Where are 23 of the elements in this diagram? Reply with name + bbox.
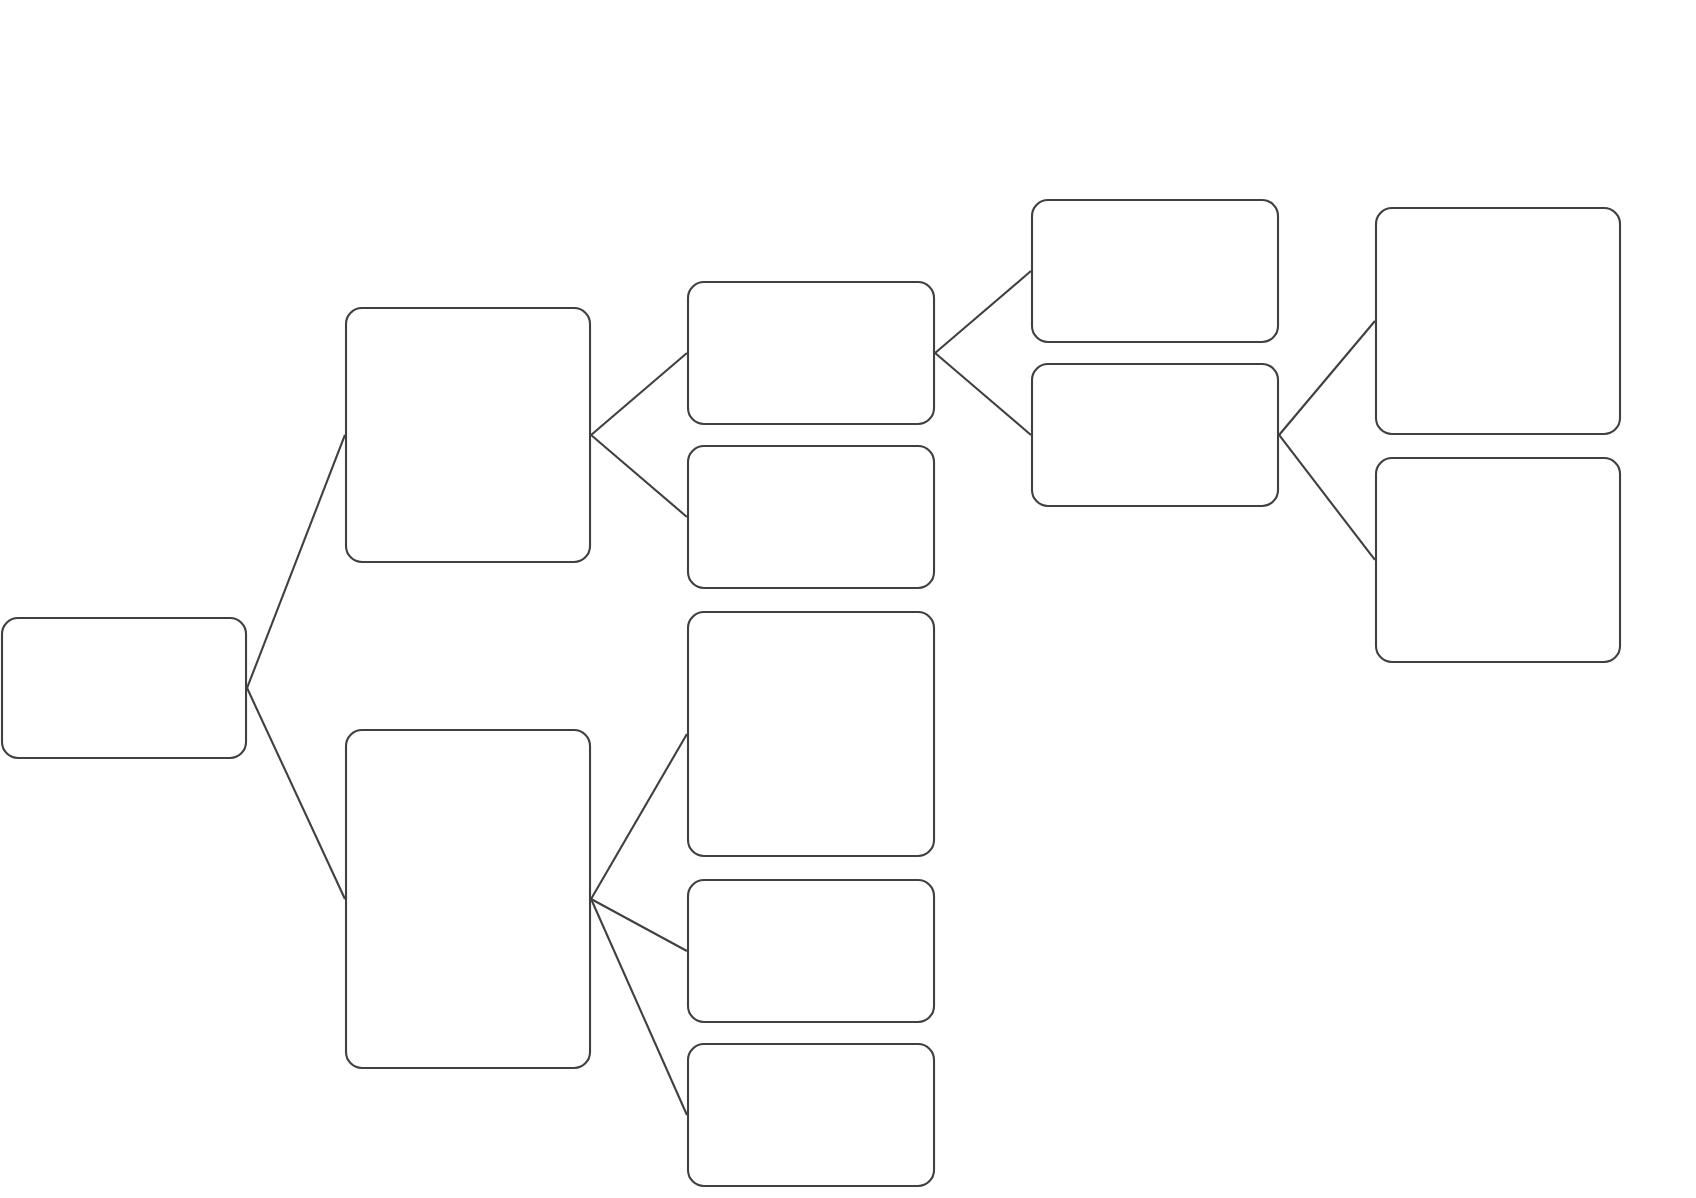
rounded-box [1374, 456, 1622, 664]
connector-line [1278, 320, 1376, 436]
connector-line [590, 898, 688, 952]
connector-line [590, 898, 688, 1116]
rounded-box [344, 728, 592, 1070]
connector-line [934, 270, 1032, 354]
rounded-box [1374, 206, 1622, 436]
connector-line [1278, 434, 1376, 561]
connector-line [590, 434, 688, 518]
connector-line [934, 352, 1032, 436]
rounded-box [686, 444, 936, 590]
rounded-box [1030, 198, 1280, 344]
rounded-box [1030, 362, 1280, 508]
connector-line [590, 733, 688, 900]
rounded-box [686, 610, 936, 858]
connector-line [246, 687, 346, 900]
rounded-box [686, 280, 936, 426]
rounded-box [0, 616, 248, 760]
connector-line [590, 352, 688, 436]
rounded-box [344, 306, 592, 564]
rounded-box [686, 1042, 936, 1188]
connector-line [246, 434, 346, 689]
rounded-box [686, 878, 936, 1024]
